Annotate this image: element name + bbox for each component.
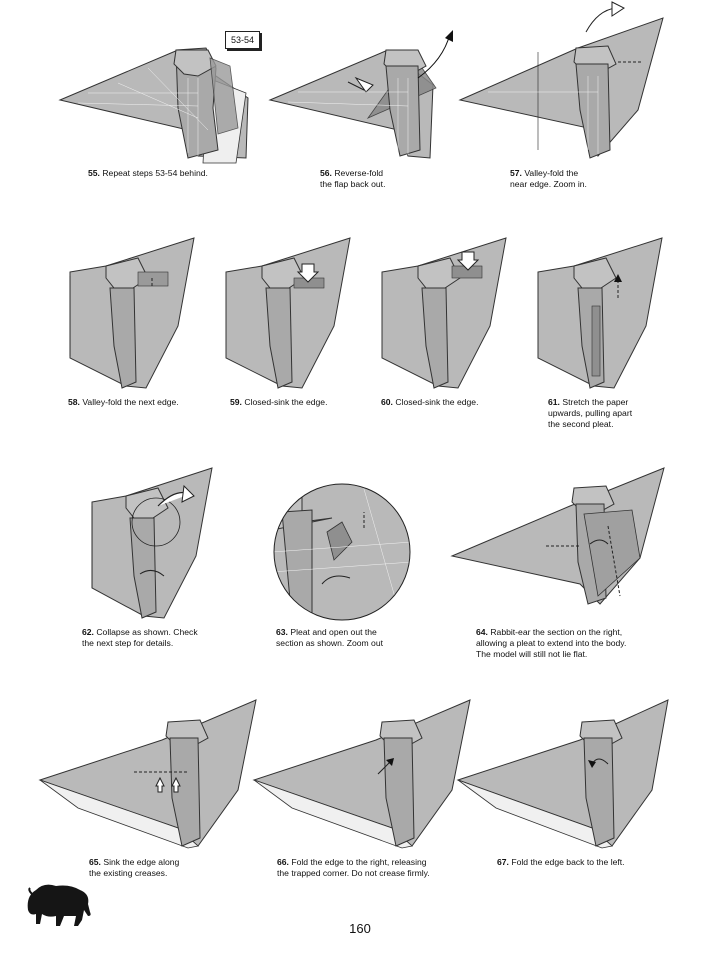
diagram-57-svg	[458, 1, 664, 159]
bison-silhouette-icon	[24, 880, 94, 935]
step-66-caption: 66. Fold the edge to the right, releasin…	[277, 857, 430, 878]
diagram-63-svg	[273, 483, 411, 621]
arrow-icon	[296, 263, 320, 283]
step-59-diagram	[222, 236, 354, 394]
arrow-icon	[155, 776, 165, 793]
arrow-icon	[611, 1, 625, 17]
diagram-66-svg	[252, 699, 471, 849]
step-67-diagram	[456, 698, 678, 850]
diagram-62-svg	[91, 467, 213, 619]
diagram-59-svg	[225, 237, 351, 389]
step-64-diagram	[450, 466, 670, 608]
step-66-diagram	[252, 698, 474, 850]
step-reference-label: 53-54	[225, 31, 260, 49]
diagram-64-svg	[450, 467, 665, 605]
step-63-diagram	[272, 482, 412, 622]
arrow-icon	[171, 776, 181, 793]
step-58-caption: 58. Valley-fold the next edge.	[68, 397, 179, 407]
step-55-diagram: 53-54	[58, 31, 260, 164]
step-55-caption: 55. Repeat steps 53-54 behind.	[88, 168, 208, 178]
arrow-icon	[445, 30, 453, 42]
diagram-65-svg	[38, 699, 257, 849]
step-56-diagram	[268, 30, 463, 163]
step-58-diagram	[66, 236, 198, 394]
arrow-icon	[386, 758, 394, 766]
diagram-58-svg	[69, 237, 195, 389]
page-number: 160	[349, 921, 371, 936]
step-62-diagram	[86, 466, 216, 624]
arrow-icon	[181, 484, 195, 503]
diagram-56-svg	[268, 30, 453, 159]
step-65-diagram	[38, 698, 260, 850]
step-64-caption: 64. Rabbit-ear the section on the right,…	[476, 627, 627, 659]
step-60-diagram	[378, 236, 510, 394]
step-61-diagram	[534, 236, 666, 394]
arrow-icon	[456, 251, 480, 271]
step-57-diagram	[458, 0, 668, 163]
diagram-60-svg	[381, 237, 507, 389]
step-59-caption: 59. Closed-sink the edge.	[230, 397, 328, 407]
step-60-caption: 60. Closed-sink the edge.	[381, 397, 479, 407]
diagram-55-svg	[58, 47, 249, 164]
arrow-icon	[614, 274, 622, 282]
diagram-61-svg	[537, 237, 663, 389]
step-67-caption: 67. Fold the edge back to the left.	[497, 857, 625, 867]
diagram-67-svg	[456, 699, 669, 849]
arrow-icon	[588, 760, 596, 768]
